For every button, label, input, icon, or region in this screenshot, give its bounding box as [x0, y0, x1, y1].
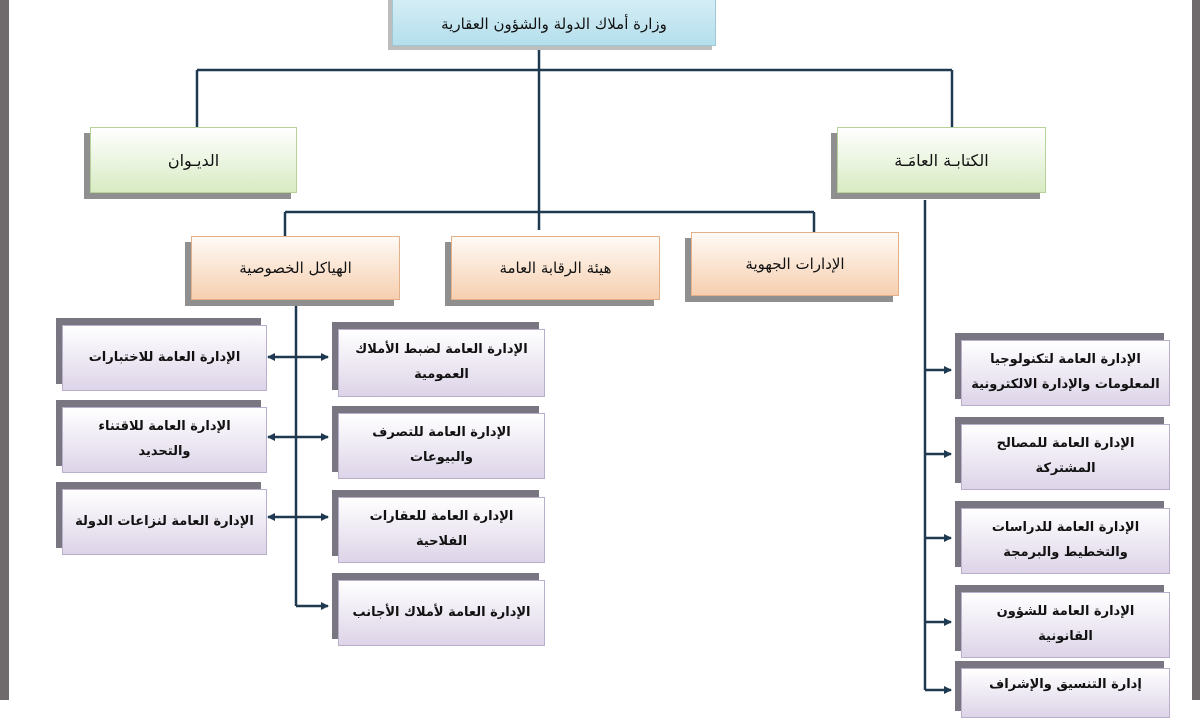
- unit-left-3-label: الإدارة العامة لنزاعات الدولة: [75, 513, 254, 529]
- unit-left-2-label: الإدارة العامة للاقتناء والتحديد: [98, 419, 231, 459]
- unit-gs-5: إدارة التنسيق والإشراف: [961, 668, 1170, 718]
- node-diwan: الديـوان: [90, 127, 297, 193]
- node-diwan-label: الديـوان: [167, 150, 220, 170]
- unit-gs-4: الإدارة العامة للشؤون القانونية: [961, 592, 1170, 658]
- node-regional-directorates-label: الإدارات الجهوية: [745, 255, 845, 273]
- unit-center-1-label: الإدارة العامة لضبط الأملاك العمومية: [355, 342, 528, 382]
- unit-center-3-label: الإدارة العامة للعقارات الفلاحية: [369, 509, 514, 549]
- unit-gs-1: الإدارة العامة لتكنولوجيا المعلومات والإ…: [961, 340, 1170, 406]
- unit-gs-2: الإدارة العامة للمصالح المشتركة: [961, 424, 1170, 490]
- root-node-label: وزارة أملاك الدولة والشؤون العقارية: [441, 15, 667, 33]
- unit-gs-3: الإدارة العامة للدراسات والتخطيط والبرمج…: [961, 508, 1170, 574]
- unit-left-3: الإدارة العامة لنزاعات الدولة: [62, 489, 267, 555]
- node-general-secretariat-label: الكتابـة العامَـة: [894, 150, 989, 170]
- root-node: وزارة أملاك الدولة والشؤون العقارية: [392, 0, 716, 46]
- unit-gs-4-label: الإدارة العامة للشؤون القانونية: [996, 604, 1135, 644]
- left-frame-border: [0, 0, 9, 700]
- unit-center-2-label: الإدارة العامة للتصرف والبيوعات: [372, 425, 511, 465]
- unit-center-3: الإدارة العامة للعقارات الفلاحية: [338, 497, 545, 563]
- unit-center-4: الإدارة العامة لأملاك الأجانب: [338, 580, 545, 646]
- node-general-oversight: هيئة الرقابة العامة: [451, 236, 660, 300]
- unit-gs-3-label: الإدارة العامة للدراسات والتخطيط والبرمج…: [991, 520, 1140, 560]
- node-specific-structures: الهياكل الخصوصية: [191, 236, 400, 300]
- connector-lines: [195, 46, 954, 694]
- right-frame-border: [1192, 0, 1200, 700]
- unit-left-2: الإدارة العامة للاقتناء والتحديد: [62, 407, 267, 473]
- node-regional-directorates: الإدارات الجهوية: [691, 232, 899, 296]
- node-general-secretariat: الكتابـة العامَـة: [837, 127, 1046, 193]
- unit-gs-2-label: الإدارة العامة للمصالح المشتركة: [996, 436, 1135, 476]
- unit-center-4-label: الإدارة العامة لأملاك الأجانب: [352, 604, 531, 620]
- unit-gs-5-label: إدارة التنسيق والإشراف: [989, 677, 1142, 692]
- node-general-oversight-label: هيئة الرقابة العامة: [499, 259, 612, 277]
- node-specific-structures-label: الهياكل الخصوصية: [239, 259, 352, 277]
- unit-center-2: الإدارة العامة للتصرف والبيوعات: [338, 413, 545, 479]
- unit-left-1-label: الإدارة العامة للاختبارات: [88, 349, 241, 365]
- unit-gs-1-label: الإدارة العامة لتكنولوجيا المعلومات والإ…: [971, 352, 1160, 392]
- unit-left-1: الإدارة العامة للاختبارات: [62, 325, 267, 391]
- unit-center-1: الإدارة العامة لضبط الأملاك العمومية: [338, 329, 545, 397]
